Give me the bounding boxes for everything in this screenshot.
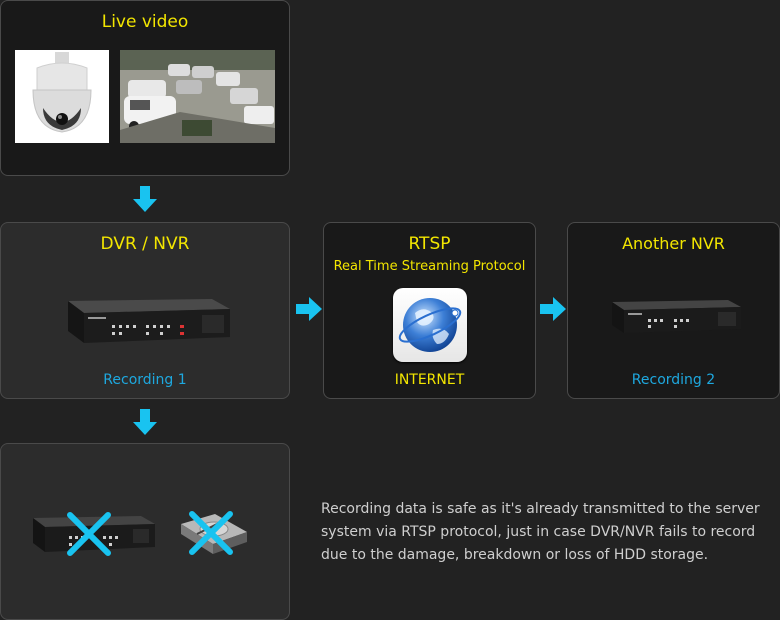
dvr-nvr-title: DVR / NVR bbox=[100, 234, 190, 254]
live-video-title: Live video bbox=[101, 12, 189, 32]
rtsp-title: RTSP bbox=[408, 234, 451, 254]
failed-dvr-image bbox=[29, 512, 159, 556]
arrow-down-icon bbox=[133, 186, 157, 212]
another-nvr-box: Another NVR Recording 2 bbox=[567, 222, 780, 399]
internet-caption: INTERNET bbox=[394, 372, 465, 388]
globe-icon bbox=[393, 288, 467, 362]
another-nvr-title: Another NVR bbox=[622, 234, 725, 253]
dvr-device-image bbox=[62, 295, 232, 347]
arrow-right-icon bbox=[540, 297, 566, 321]
recording-2-caption: Recording 2 bbox=[631, 372, 716, 388]
cross-icon bbox=[187, 510, 235, 556]
description-text: Recording data is safe as it's already t… bbox=[321, 501, 760, 563]
cross-icon bbox=[65, 511, 113, 557]
nvr-device-image bbox=[608, 297, 743, 337]
live-video-box: Live video bbox=[0, 0, 290, 176]
failure-box bbox=[0, 443, 290, 620]
dvr-nvr-box: DVR / NVR Recording 1 bbox=[0, 222, 290, 399]
rtsp-box: RTSP Real Time Streaming Protocol INTERN… bbox=[323, 222, 536, 399]
ptz-camera-image bbox=[15, 50, 109, 143]
parking-lot-image bbox=[120, 50, 275, 143]
recording-1-caption: Recording 1 bbox=[103, 372, 187, 388]
arrow-down-icon bbox=[133, 409, 157, 435]
arrow-right-icon bbox=[296, 297, 322, 321]
rtsp-subtitle: Real Time Streaming Protocol bbox=[333, 259, 526, 274]
